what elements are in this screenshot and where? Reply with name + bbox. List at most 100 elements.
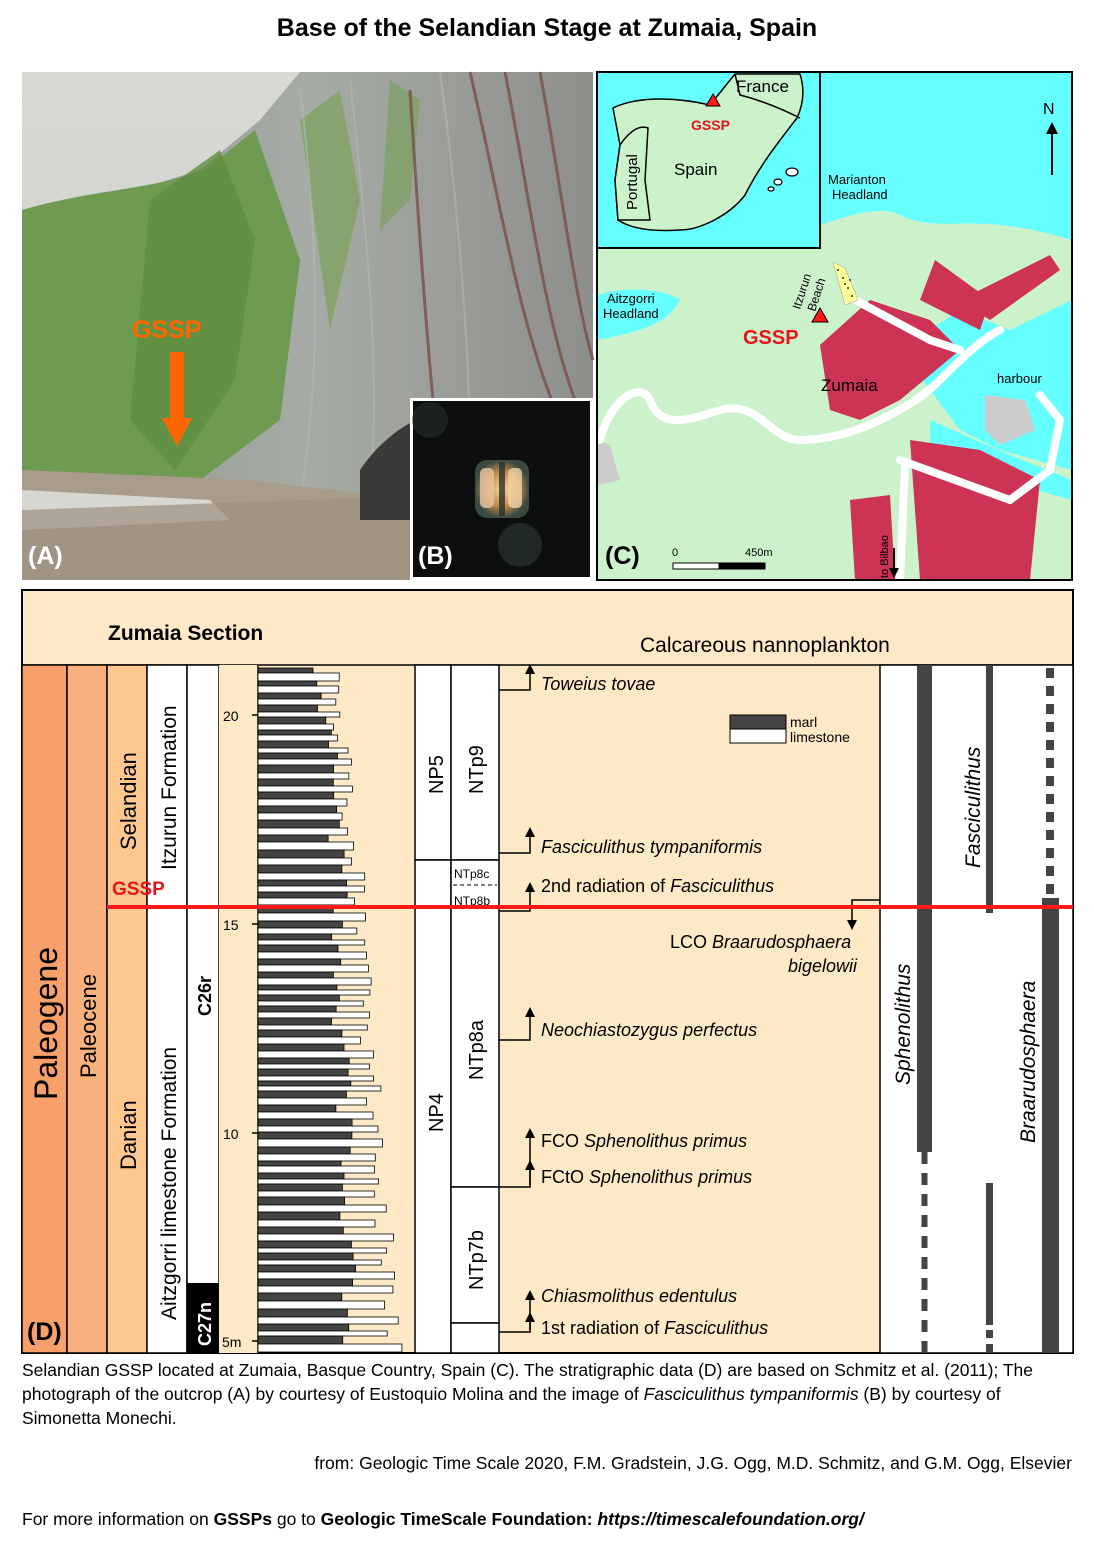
limestone-bed — [257, 1285, 394, 1294]
limestone-bed — [257, 827, 348, 836]
marl-bed — [257, 1240, 352, 1249]
limestone-bed — [257, 672, 340, 682]
marl-bed — [257, 1226, 344, 1235]
limestone-bed — [257, 1125, 379, 1133]
marl-bed — [257, 1292, 343, 1302]
lithology-column — [257, 667, 403, 1353]
marl-bed — [257, 1196, 345, 1206]
more-info-line: For more information on GSSPs go to Geol… — [22, 1509, 864, 1529]
taxa-range-panel — [879, 664, 1074, 1354]
ntp7b-label: NTp7b — [466, 1230, 488, 1290]
legend-limestone: limestone — [790, 729, 850, 745]
iberia-inset-map: France Spain Portugal GSSP — [596, 71, 821, 249]
limestone-bed — [257, 1024, 368, 1031]
map-scale-bar: 0 450m — [672, 547, 773, 570]
limestone-bed — [257, 772, 350, 780]
marl-bed — [257, 971, 334, 979]
depth-scale: 20 15 10 5m — [222, 708, 258, 1350]
panel-c-map: GSSP Zumaia harbour Marianton Headland A… — [596, 71, 1073, 584]
limestone-bed — [257, 723, 334, 731]
marl-bed — [257, 752, 338, 760]
limestone-bed — [257, 1300, 385, 1310]
marl-bed — [257, 667, 314, 674]
limestone-bed — [257, 1111, 374, 1120]
marl-bed — [257, 879, 347, 887]
limestone-bed — [257, 747, 349, 754]
limestone-bed — [257, 951, 367, 960]
chron-c27n-block — [187, 1283, 219, 1353]
svg-text:0: 0 — [672, 547, 678, 559]
marl-bed — [257, 1068, 349, 1077]
marl-bed — [257, 1057, 350, 1065]
panel-b-label: (B) — [418, 542, 453, 570]
limestone-bed — [257, 1271, 396, 1280]
marl-bed — [257, 1131, 353, 1140]
depth-tick-5: 5m — [222, 1334, 241, 1350]
limestone-bed — [257, 698, 337, 706]
formation-itzurun-label: Itzurun Formation — [158, 705, 181, 870]
marl-bed — [257, 1080, 352, 1087]
zone-ntp7b — [450, 1186, 500, 1324]
marl-bed — [257, 729, 332, 736]
limestone-bed — [257, 989, 371, 996]
limestone-bed — [257, 1000, 364, 1007]
marl-bed — [257, 692, 322, 700]
marl-bed — [257, 849, 345, 859]
limestone-bed — [257, 1138, 383, 1148]
marl-bed — [257, 716, 327, 725]
chron-c27n-label: C27n — [195, 1302, 215, 1346]
limestone-bed — [257, 841, 354, 851]
marl-bed — [257, 944, 339, 953]
np5-label: NP5 — [426, 755, 448, 794]
limestone-bed — [257, 785, 353, 793]
page-title: Base of the Selandian Stage at Zumaia, S… — [276, 14, 818, 42]
foundation-link[interactable]: https://timescalefoundation.org/ — [597, 1509, 864, 1529]
photo-gssp-label: GSSP — [132, 316, 201, 344]
depth-tick-20: 20 — [223, 708, 239, 724]
gssp-arrow-icon — [162, 352, 192, 446]
limestone-bed — [257, 1233, 394, 1242]
zone-np5 — [414, 664, 452, 861]
legend-marl: marl — [790, 714, 817, 730]
marl-bed — [257, 1323, 350, 1332]
marl-bed — [257, 958, 342, 966]
limestone-bed — [257, 812, 343, 821]
marl-bed — [257, 1017, 332, 1026]
event-toweius-tovae: Toweius tovae — [541, 674, 655, 694]
svg-text:France: France — [736, 77, 789, 96]
formation-aitzgorri-label: Aitzgorri limestone Formation — [158, 1047, 181, 1320]
limestone-bed — [257, 685, 340, 694]
marl-bed — [257, 933, 333, 941]
range-fasciculithus — [986, 665, 993, 1353]
marl-bed — [257, 1308, 348, 1318]
marl-bed — [257, 1104, 337, 1113]
limestone-bed — [257, 798, 348, 807]
event-1st-radiation: 1st radiation of Fasciculithus — [541, 1318, 768, 1338]
map-marianton-label-2: Headland — [832, 187, 888, 202]
event-fasciculithus-tympaniformis: Fasciculithus tympaniformis — [541, 837, 762, 857]
limestone-bed — [257, 1259, 382, 1266]
svg-text:GSSP: GSSP — [691, 117, 730, 133]
limestone-bed — [257, 1097, 367, 1106]
limestone-bed — [257, 885, 365, 893]
event-fcto-sphenolithus: FCtO Sphenolithus primus — [541, 1167, 752, 1187]
marl-bed — [257, 1160, 342, 1167]
limestone-bed — [257, 1178, 379, 1185]
panel-a-label: (A) — [28, 542, 63, 570]
source-credit: from: Geologic Time Scale 2020, F.M. Gra… — [314, 1453, 1072, 1473]
map-aitzgorri-label: Aitzgorri — [607, 291, 655, 306]
bilbao-arrow-icon — [889, 548, 899, 578]
limestone-bed — [257, 1190, 375, 1198]
map-aitzgorri-label-2: Headland — [603, 306, 659, 321]
inset-gssp-marker-icon — [705, 93, 721, 107]
taxon-sphenolithus: Sphenolithus — [892, 963, 915, 1085]
marl-bed — [257, 1278, 353, 1287]
limestone-bed — [257, 897, 355, 906]
event-lco-braarudosphaera: LCO Braarudosphaera — [670, 932, 851, 952]
marl-bed — [257, 740, 329, 749]
ntp8c-label: NTp8c — [454, 867, 489, 881]
depth-tick-15: 15 — [223, 917, 239, 933]
marl-bed — [257, 1183, 343, 1192]
marl-bed — [257, 1029, 343, 1038]
limestone-bed — [257, 711, 341, 718]
